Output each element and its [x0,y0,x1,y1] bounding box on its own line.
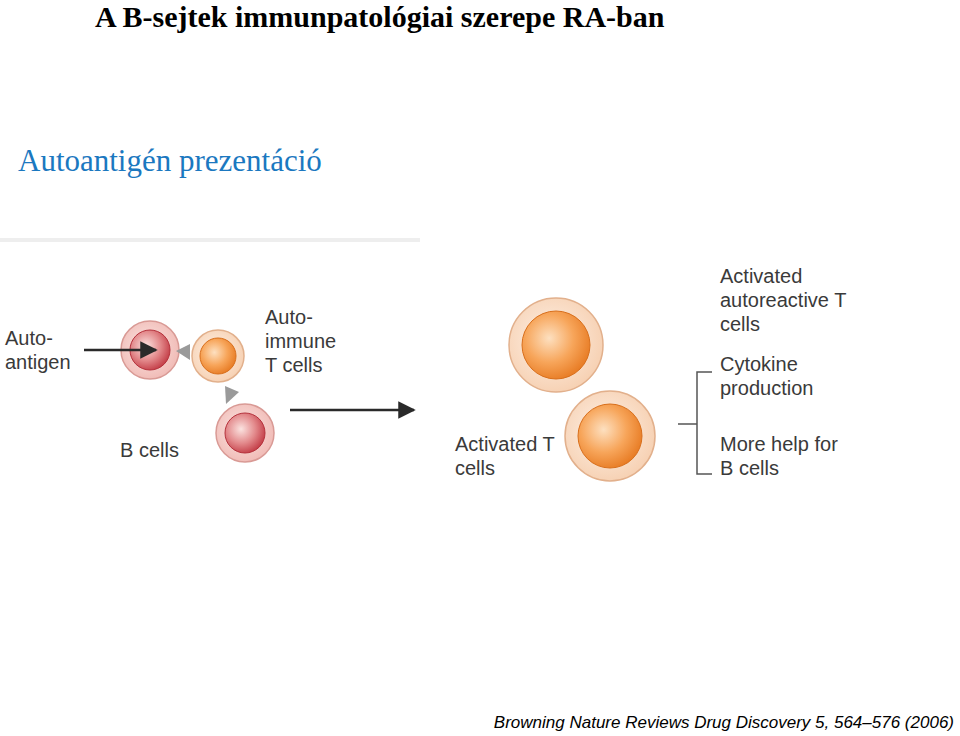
contact-triangle [225,386,239,404]
antigen-arrow [84,349,156,352]
cell-label: Activated T cells [455,432,557,480]
t-cell [192,330,244,382]
slide-title: A B-sejtek immunpatológiai szerepe RA-ba… [95,0,664,34]
subtitle: Autoantigén prezentáció [18,143,518,179]
bracket [678,372,712,474]
antigen-label: Auto- antigen [5,326,87,374]
cell-label: Auto- immune T cells [265,305,343,377]
activated-t-cell [565,391,655,481]
source-caption: Browning Nature Reviews Drug Discovery 5… [494,712,954,734]
scan-band [0,238,420,242]
outcome-label: Cytokine production [720,352,836,400]
outcome-label: Activated autoreactive T cells [720,264,846,336]
activated-t-cell [509,298,603,392]
cell-label: B cells [120,438,210,462]
b-cell [216,404,274,462]
contact-triangle [176,344,190,360]
process-arrow [290,409,414,412]
outcome-label: More help for B cells [720,432,856,480]
